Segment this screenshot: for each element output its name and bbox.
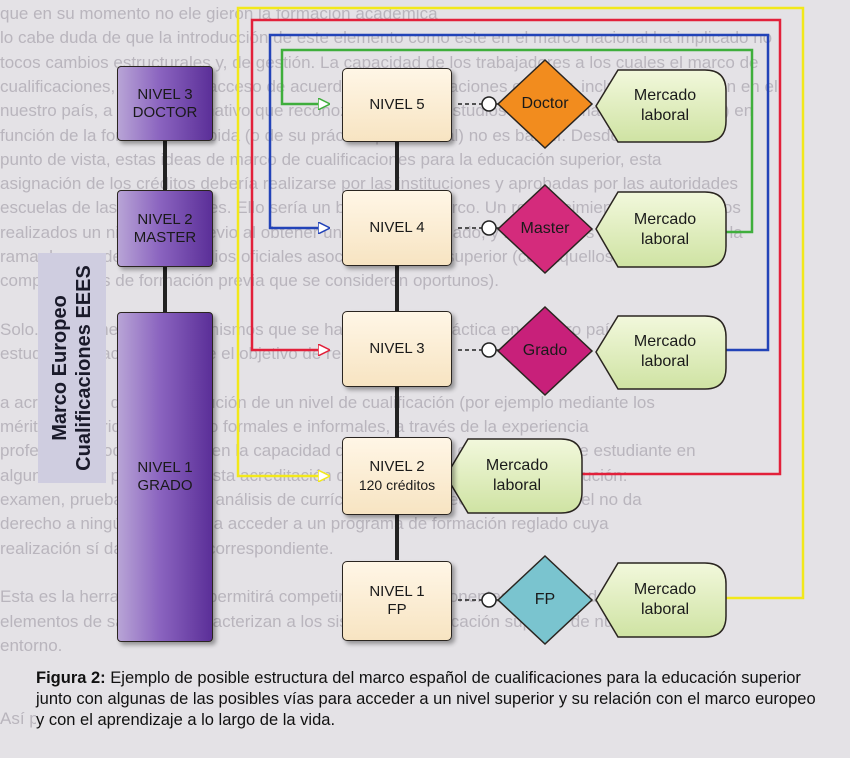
path-green	[280, 48, 754, 234]
background-text-line: lo cabe duda de que la introducción de e…	[0, 28, 773, 48]
award-diamond-fp	[496, 554, 594, 646]
path-red	[250, 18, 782, 476]
eqf-level-doctor: NIVEL 3 DOCTOR	[117, 66, 213, 141]
dashed-link-doctor	[458, 96, 500, 112]
path-yellow	[236, 6, 805, 600]
eqf-level-master-line2: MASTER	[133, 228, 197, 246]
eqf-level-doctor-line1: NIVEL 3	[137, 85, 193, 103]
nfq-level-5-line1: NIVEL 5	[369, 96, 425, 113]
background-text-line: entorno.	[0, 635, 63, 655]
nfq-level-2: NIVEL 2 120 créditos	[342, 437, 452, 515]
eqf-level-master: NIVEL 2 MASTER	[117, 190, 213, 267]
figure-caption: Figura 2: Ejemplo de posible estructura …	[36, 668, 816, 731]
market-shape-nivel2	[445, 438, 583, 514]
market-label-master-line1: Mercado	[633, 211, 697, 228]
award-diamond-master	[496, 183, 594, 275]
market-label-doctor-line2: laboral	[640, 107, 690, 124]
vertical-title: Marco Europeo Cualificaciones EEES	[38, 253, 106, 483]
nfq-level-1-line2: FP	[387, 601, 407, 618]
nfq-level-4: NIVEL 4	[342, 190, 452, 266]
market-shape-fp	[595, 562, 727, 638]
market-label-nivel2-line2: laboral	[492, 477, 542, 494]
award-label-fp: FP	[534, 591, 556, 608]
market-label-grado-line1: Mercado	[633, 333, 697, 350]
market-label-grado-line2: laboral	[640, 353, 690, 370]
nfq-level-1: NIVEL 1 FP	[342, 561, 452, 641]
nfq-level-3-line1: NIVEL 3	[369, 340, 425, 357]
background-text-line: complementos de formación previa que se …	[0, 271, 499, 291]
eqf-level-grado-line2: GRADO	[137, 477, 193, 494]
award-label-grado: Grado	[522, 342, 568, 359]
eqf-level-grado: NIVEL 1 GRADO	[117, 312, 213, 642]
market-shape-master	[595, 191, 727, 268]
market-label-grado: Mercado laboral	[610, 330, 720, 374]
dashed-link-master	[458, 220, 500, 236]
eqf-level-master-line1: NIVEL 2	[137, 210, 193, 228]
market-label-doctor-line1: Mercado	[633, 87, 697, 104]
figure-caption-label: Figura 2:	[36, 669, 106, 687]
market-label-master-line2: laboral	[640, 231, 690, 248]
market-shape-doctor	[595, 69, 727, 143]
award-diamond-grado	[496, 305, 594, 397]
nfq-level-5: NIVEL 5	[342, 68, 452, 142]
nfq-level-2-line1: NIVEL 2	[369, 458, 425, 475]
figure-caption-text: Ejemplo de posible estructura del marco …	[36, 669, 816, 729]
market-label-fp-line1: Mercado	[633, 581, 697, 598]
nfq-level-1-line1: NIVEL 1	[369, 583, 425, 600]
market-label-nivel2: Mercado laboral	[460, 454, 574, 498]
market-shape-grado	[595, 315, 727, 390]
nfq-level-2-line2: 120 créditos	[358, 477, 436, 493]
eqf-level-doctor-line2: DOCTOR	[132, 103, 198, 121]
eqf-level-grado-line1: NIVEL 1	[137, 459, 193, 476]
dashed-link-fp	[458, 592, 500, 608]
market-label-doctor: Mercado laboral	[610, 84, 720, 128]
market-label-fp: Mercado laboral	[610, 578, 720, 622]
market-label-fp-line2: laboral	[640, 601, 690, 618]
award-label-doctor: Doctor	[521, 95, 569, 112]
award-label-master: Master	[520, 220, 570, 237]
award-diamond-doctor	[496, 58, 594, 150]
dashed-link-grado	[458, 342, 500, 358]
nfq-level-4-line1: NIVEL 4	[369, 219, 425, 236]
market-label-master: Mercado laboral	[610, 208, 720, 252]
market-label-nivel2-line1: Mercado	[485, 457, 549, 474]
nfq-level-3: NIVEL 3	[342, 311, 452, 387]
background-text-line: asignación de los créditos debería reali…	[0, 174, 739, 194]
path-blue	[268, 33, 770, 352]
